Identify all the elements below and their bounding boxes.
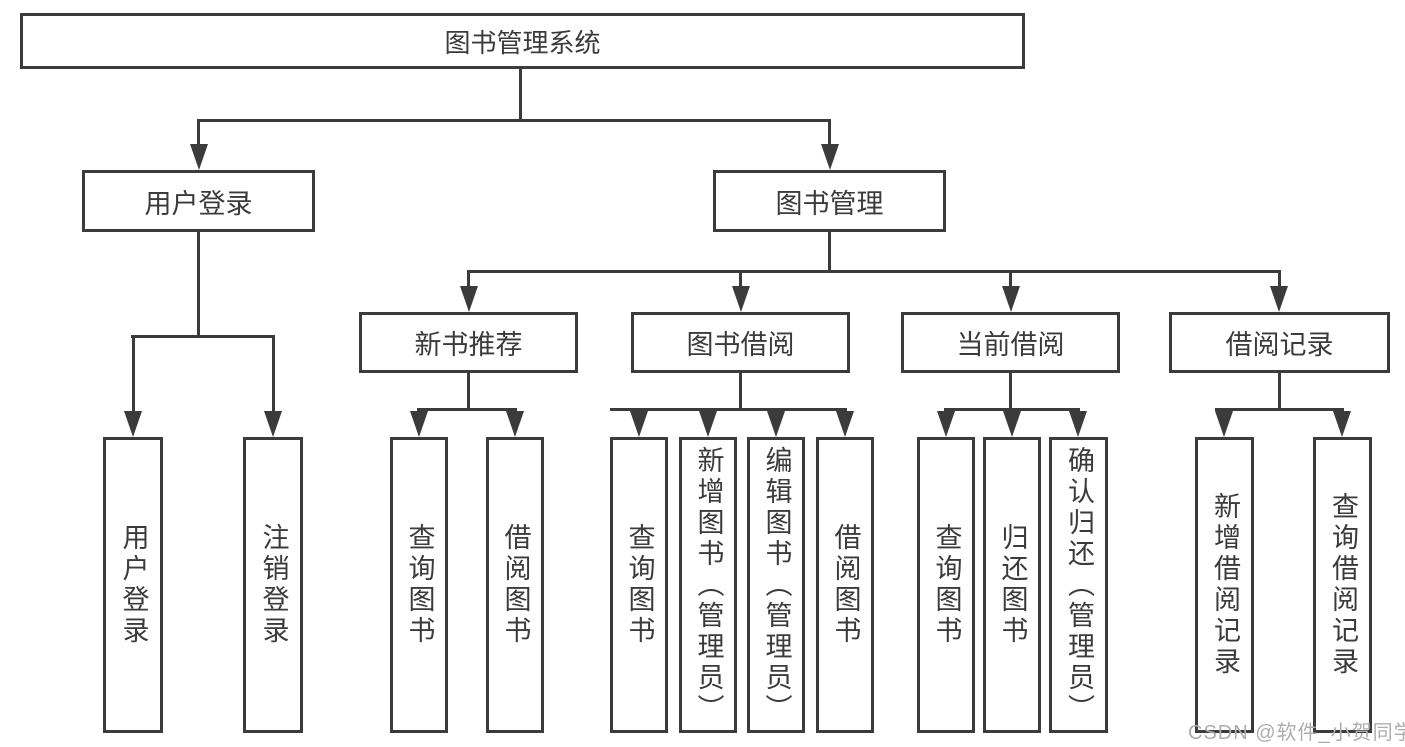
csdn-watermark: CSDN @软件_小贺同学 bbox=[1188, 722, 1405, 744]
connector-line bbox=[1009, 373, 1012, 410]
connector-line bbox=[1278, 373, 1281, 410]
leaf-records-add-record: 新增借阅记录 bbox=[1195, 437, 1254, 733]
arrowhead bbox=[821, 144, 839, 170]
connector-line bbox=[197, 232, 200, 337]
node-book-management: 图书管理 bbox=[713, 170, 946, 232]
connector-line bbox=[828, 232, 831, 273]
connector-line bbox=[1278, 270, 1281, 295]
arrowhead bbox=[1333, 411, 1351, 437]
leaf-borrowing-edit-books: 编辑图书（管理员） bbox=[747, 437, 805, 733]
arrowhead bbox=[767, 411, 785, 437]
connector-line bbox=[610, 408, 847, 411]
leaf-recommend-query-books: 查询图书 bbox=[390, 437, 448, 733]
arrowhead bbox=[506, 411, 524, 437]
connector-line bbox=[272, 335, 275, 420]
arrowhead bbox=[410, 411, 428, 437]
leaf-current-confirm-return: 确认归还（管理员） bbox=[1049, 437, 1108, 733]
connector-line bbox=[739, 373, 742, 410]
connector-line bbox=[467, 270, 1281, 273]
leaf-recommend-borrow-books: 借阅图书 bbox=[486, 437, 544, 733]
arrowhead bbox=[1003, 411, 1021, 437]
connector-line bbox=[467, 270, 470, 295]
node-root: 图书管理系统 bbox=[20, 13, 1025, 69]
connector-line bbox=[828, 119, 831, 152]
leaf-borrowing-query-books: 查询图书 bbox=[610, 437, 668, 733]
leaf-current-query-books: 查询图书 bbox=[917, 437, 975, 733]
arrowhead bbox=[1069, 411, 1087, 437]
arrowhead bbox=[264, 411, 282, 437]
leaf-user-login: 用户登录 bbox=[103, 437, 163, 733]
connector-line bbox=[467, 373, 470, 410]
leaf-current-return-books: 归还图书 bbox=[983, 437, 1041, 733]
connector-line bbox=[1215, 408, 1344, 411]
connector-line bbox=[519, 66, 522, 122]
arrowhead bbox=[836, 411, 854, 437]
node-book-borrowing: 图书借阅 bbox=[631, 312, 850, 373]
connector-line bbox=[197, 119, 200, 152]
arrowhead bbox=[630, 411, 648, 437]
leaf-borrowing-borrow-books: 借阅图书 bbox=[816, 437, 874, 733]
arrowhead bbox=[699, 411, 717, 437]
arrowhead bbox=[460, 286, 478, 312]
arrowhead bbox=[190, 144, 208, 170]
arrowhead bbox=[1270, 286, 1288, 312]
connector-line bbox=[132, 335, 135, 420]
arrowhead bbox=[124, 411, 142, 437]
node-new-book-recommend: 新书推荐 bbox=[359, 312, 578, 373]
arrowhead bbox=[1215, 411, 1233, 437]
connector-line bbox=[417, 408, 516, 411]
arrowhead bbox=[1002, 286, 1020, 312]
leaf-records-query-record: 查询借阅记录 bbox=[1313, 437, 1372, 733]
connector-line bbox=[197, 119, 831, 122]
leaf-borrowing-add-books: 新增图书（管理员） bbox=[679, 437, 737, 733]
connector-line bbox=[131, 335, 275, 338]
node-current-borrowing: 当前借阅 bbox=[901, 312, 1120, 373]
connector-line bbox=[739, 270, 742, 295]
arrowhead bbox=[937, 411, 955, 437]
arrowhead bbox=[732, 286, 750, 312]
leaf-logout: 注销登录 bbox=[243, 437, 303, 733]
node-user-login: 用户登录 bbox=[82, 170, 315, 232]
connector-line bbox=[1009, 270, 1012, 295]
node-borrowing-records: 借阅记录 bbox=[1169, 312, 1390, 373]
